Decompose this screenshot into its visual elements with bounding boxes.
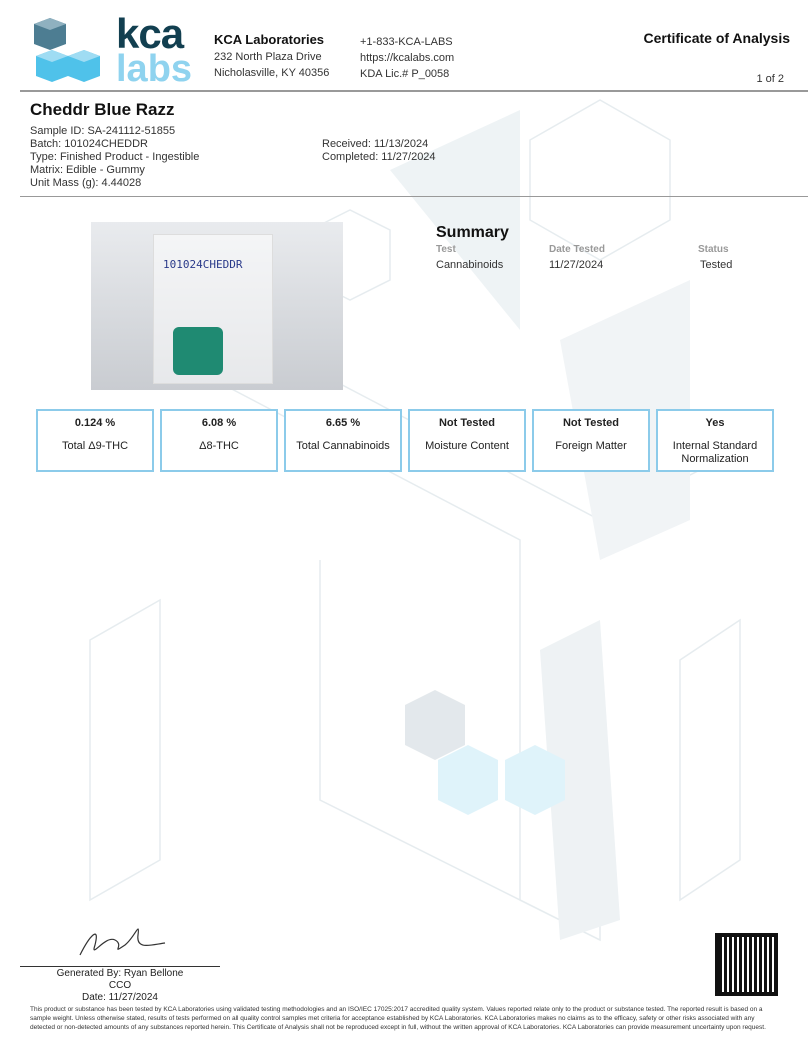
company-block: KCA Laboratories 232 North Plaza Drive N… bbox=[214, 32, 329, 81]
product-name: Cheddr Blue Razz bbox=[30, 100, 175, 119]
summary-header-date: Date Tested bbox=[549, 244, 605, 255]
result-value: 6.08 % bbox=[201, 417, 237, 429]
batch: Batch: 101024CHEDDR bbox=[30, 138, 149, 150]
result-label: Foreign Matter bbox=[555, 440, 627, 452]
type: Type: Finished Product - Ingestible bbox=[30, 151, 200, 163]
company-name: KCA Laboratories bbox=[214, 32, 325, 47]
result-label: Δ8-THC bbox=[199, 440, 239, 452]
summary-header-status: Status bbox=[698, 244, 729, 255]
document-title: Certificate of Analysis bbox=[643, 30, 790, 46]
result-value: Yes bbox=[705, 417, 725, 429]
result-box-total-d9-thc: 0.124 % Total Δ9-THC bbox=[36, 409, 154, 472]
result-label: Total Δ9-THC bbox=[61, 440, 129, 452]
contact-block: +1-833-KCA-LABS https://kcalabs.com KDA … bbox=[360, 34, 454, 82]
signature-block: Generated By: Ryan Bellone CCO Date: 11/… bbox=[20, 968, 220, 1004]
summary-date: 11/27/2024 bbox=[549, 259, 604, 271]
logo-text-kca: kca bbox=[116, 10, 184, 57]
phone: +1-833-KCA-LABS bbox=[360, 36, 453, 48]
generated-by: Generated By: Ryan Bellone bbox=[56, 968, 184, 979]
address-line-1: 232 North Plaza Drive bbox=[214, 51, 322, 63]
unit-mass: Unit Mass (g): 4.44028 bbox=[30, 177, 142, 189]
summary-test: Cannabinoids bbox=[436, 259, 504, 271]
photo-label: 101024CHEDDR bbox=[163, 258, 243, 271]
address-line-2: Nicholasville, KY 40356 bbox=[214, 67, 330, 79]
sample-divider bbox=[20, 196, 808, 197]
dates: Received: 11/13/2024 Completed: 11/27/20… bbox=[322, 138, 436, 164]
result-box-d8-thc: 6.08 % Δ8-THC bbox=[160, 409, 278, 472]
page-number: 1 of 2 bbox=[756, 73, 784, 85]
disclaimer: This product or substance has been teste… bbox=[30, 1006, 766, 1031]
result-value: 0.124 % bbox=[74, 417, 116, 429]
license: KDA Lic.# P_0058 bbox=[360, 68, 450, 80]
website-link[interactable]: https://kcalabs.com bbox=[360, 52, 455, 64]
logo-cubes-icon bbox=[34, 18, 100, 82]
signature-image bbox=[79, 928, 166, 956]
result-label: Total Cannabinoids bbox=[296, 440, 390, 452]
qr-code[interactable] bbox=[713, 931, 780, 998]
result-label: Internal Standard Normalization bbox=[672, 440, 758, 465]
result-value: Not Tested bbox=[438, 417, 496, 429]
matrix: Matrix: Edible - Gummy bbox=[30, 164, 145, 176]
sample-photo: 101024CHEDDR bbox=[91, 222, 343, 390]
summary-status: Tested bbox=[700, 259, 733, 271]
signature-line bbox=[20, 966, 220, 967]
result-label: Moisture Content bbox=[425, 440, 509, 452]
result-box-total-cannabinoids: 6.65 % Total Cannabinoids bbox=[284, 409, 402, 472]
result-value: Not Tested bbox=[562, 417, 620, 429]
completed-date: Completed: 11/27/2024 bbox=[322, 151, 436, 163]
logo-text-labs: labs bbox=[116, 48, 193, 90]
result-value: 6.65 % bbox=[325, 417, 361, 429]
sample-id: Sample ID: SA-241112-51855 bbox=[30, 125, 176, 137]
summary-header-test: Test bbox=[436, 244, 456, 255]
sample-details: Sample ID: SA-241112-51855 Batch: 101024… bbox=[30, 125, 199, 190]
signature-date: Date: 11/27/2024 bbox=[82, 992, 158, 1003]
signer-role: CCO bbox=[108, 980, 132, 991]
header-divider bbox=[20, 90, 808, 92]
summary-title: Summary bbox=[436, 224, 509, 241]
received-date: Received: 11/13/2024 bbox=[322, 138, 429, 150]
